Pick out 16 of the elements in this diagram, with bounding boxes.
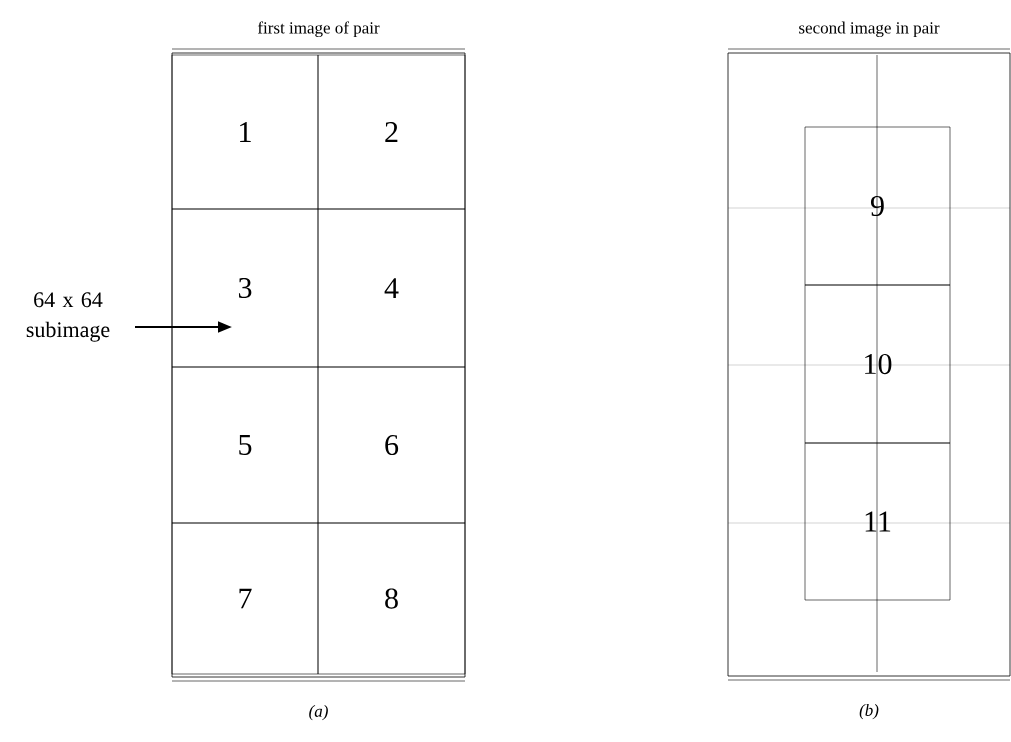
subimage-cell: 9 — [804, 126, 951, 286]
subimage-cell: 8 — [317, 522, 466, 675]
subimage-label: 64 x 64 subimage — [26, 292, 110, 342]
subimage-cell: 5 — [171, 366, 319, 524]
subimage-cell: 2 — [317, 54, 466, 210]
node-label: (b) — [859, 703, 879, 720]
subimage-cell: 4 — [317, 208, 466, 368]
node-label: (a) — [309, 704, 328, 721]
subimage-cell: 1 — [171, 54, 319, 210]
subimage-cell: 3 — [171, 208, 319, 368]
subimage-cell: 7 — [171, 522, 319, 675]
subimage-cell: 10 — [804, 284, 951, 444]
node-label: second image in pair — [799, 21, 940, 38]
node-label: first image of pair — [257, 21, 380, 38]
subimage-cell: 11 — [804, 442, 951, 601]
subimage-cell: 6 — [317, 366, 466, 524]
